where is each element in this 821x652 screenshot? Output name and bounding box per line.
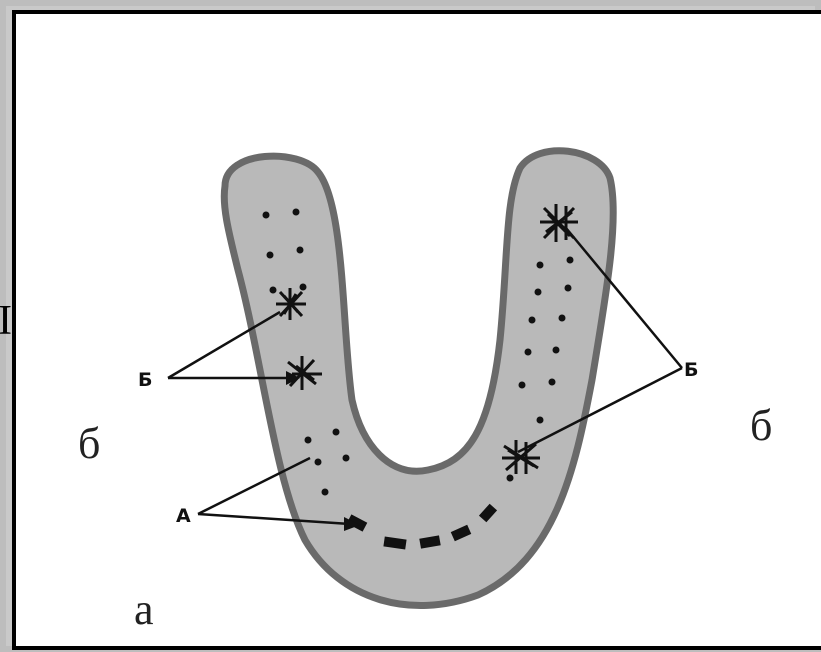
cluster-left-upper xyxy=(276,288,306,320)
label-b-right: Б xyxy=(684,359,698,381)
panel-label-a: а xyxy=(134,585,154,634)
label-a: A xyxy=(176,505,191,527)
label-b-left: Б xyxy=(138,369,152,391)
panel-label-b-right: б xyxy=(750,401,772,450)
panel-label-b-left: б xyxy=(78,419,100,468)
edge-mark: I xyxy=(0,298,12,344)
